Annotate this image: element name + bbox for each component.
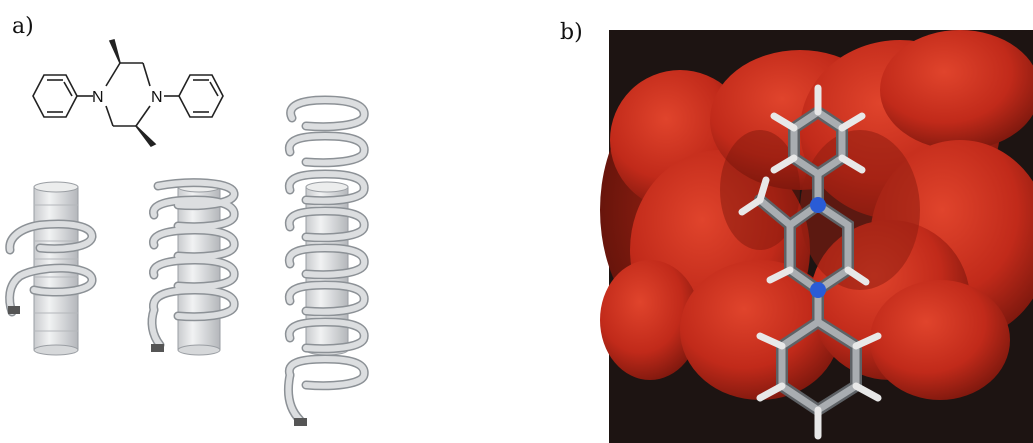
render-panel-b [600,30,1033,443]
helix-medium [151,182,234,355]
cylinder-core [178,187,220,350]
atom-n-left: N [92,89,104,106]
helix-terminus [8,306,20,314]
nitrogen-atom-top [810,197,826,213]
phenyl-ring-right [179,75,223,117]
helix-terminus [151,344,164,352]
helix-terminus [294,418,307,426]
helix-short [8,182,92,355]
phenyl-ring-left [33,75,77,117]
ring-bond [106,63,120,86]
methyl-wedge-top [110,40,120,63]
helix-long [288,100,364,426]
methyl-wedge-bottom [136,126,155,146]
piperazine-structure [33,40,223,146]
atom-n-right: N [151,89,163,106]
nitrogen-atom-bottom [810,282,826,298]
